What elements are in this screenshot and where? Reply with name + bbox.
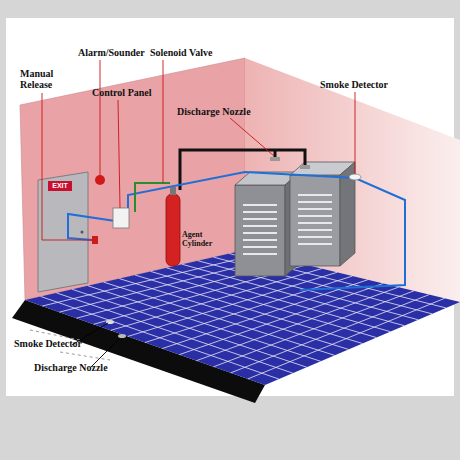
cylinder-valve — [170, 187, 176, 195]
callout-label: Discharge Nozzle — [34, 362, 108, 373]
grill-slot — [243, 239, 277, 241]
leader-line — [163, 60, 164, 183]
exit-sign: EXIT — [48, 181, 72, 191]
grid-line — [179, 283, 383, 354]
leader-line — [355, 92, 356, 174]
cylinder-body — [166, 194, 180, 266]
subfloor-nozzle — [118, 334, 126, 338]
leader-line — [42, 93, 92, 240]
grid-line — [166, 268, 390, 332]
grill-slot — [298, 236, 332, 238]
agent-cylinder: Agent Cylinder — [164, 184, 214, 270]
grill-slot — [298, 194, 332, 196]
grid-line — [162, 280, 368, 349]
agent-pipe — [180, 150, 305, 190]
discharge-nozzle — [300, 165, 310, 169]
callout-label: Smoke Detector — [14, 338, 82, 349]
grid-line — [196, 287, 398, 361]
callout-label: Smoke Detector — [320, 79, 388, 90]
door — [38, 172, 88, 292]
grid-line — [231, 295, 430, 373]
grill-slot — [243, 204, 277, 206]
leader-line — [118, 100, 120, 208]
callout-label: Manual Release — [20, 68, 66, 90]
detection-wire — [68, 172, 405, 290]
grid-line — [214, 291, 414, 367]
grill-slot — [298, 243, 332, 245]
release-wire — [135, 183, 170, 212]
grill-slot — [243, 218, 277, 220]
grid-line — [135, 275, 363, 344]
grill-slot — [298, 215, 332, 217]
grill-slot — [298, 201, 332, 203]
grill-slot — [298, 208, 332, 210]
grill-slot — [298, 229, 332, 231]
door-handle — [81, 231, 84, 234]
rack-grill — [243, 195, 332, 254]
grill-slot — [243, 232, 277, 234]
callout-label: Solenoid Valve — [150, 47, 213, 58]
grill-slot — [243, 253, 277, 255]
callout-label: Alarm/Sounder — [78, 47, 145, 58]
grill-slot — [243, 211, 277, 213]
leader-line — [100, 60, 101, 175]
cylinder-label: Agent Cylinder — [182, 230, 216, 248]
grid-line — [248, 298, 445, 379]
leader-line — [230, 118, 274, 156]
server-rack — [235, 185, 285, 276]
callout-label: Discharge Nozzle — [177, 106, 251, 117]
grid-line — [182, 264, 404, 325]
alarm-sounder — [95, 175, 105, 185]
grill-slot — [243, 246, 277, 248]
cylinder-outline — [164, 184, 214, 270]
grid-line — [151, 271, 377, 337]
smoke-detector — [349, 174, 361, 180]
control-panel — [113, 208, 129, 228]
manual-release — [92, 236, 98, 244]
callout-label: Control Panel — [92, 87, 152, 98]
sign-text: EXIT — [48, 181, 72, 191]
discharge-nozzle — [270, 157, 280, 161]
server-rack — [290, 175, 340, 266]
grill-slot — [298, 222, 332, 224]
leader-lines — [42, 60, 355, 368]
grill-slot — [243, 225, 277, 227]
